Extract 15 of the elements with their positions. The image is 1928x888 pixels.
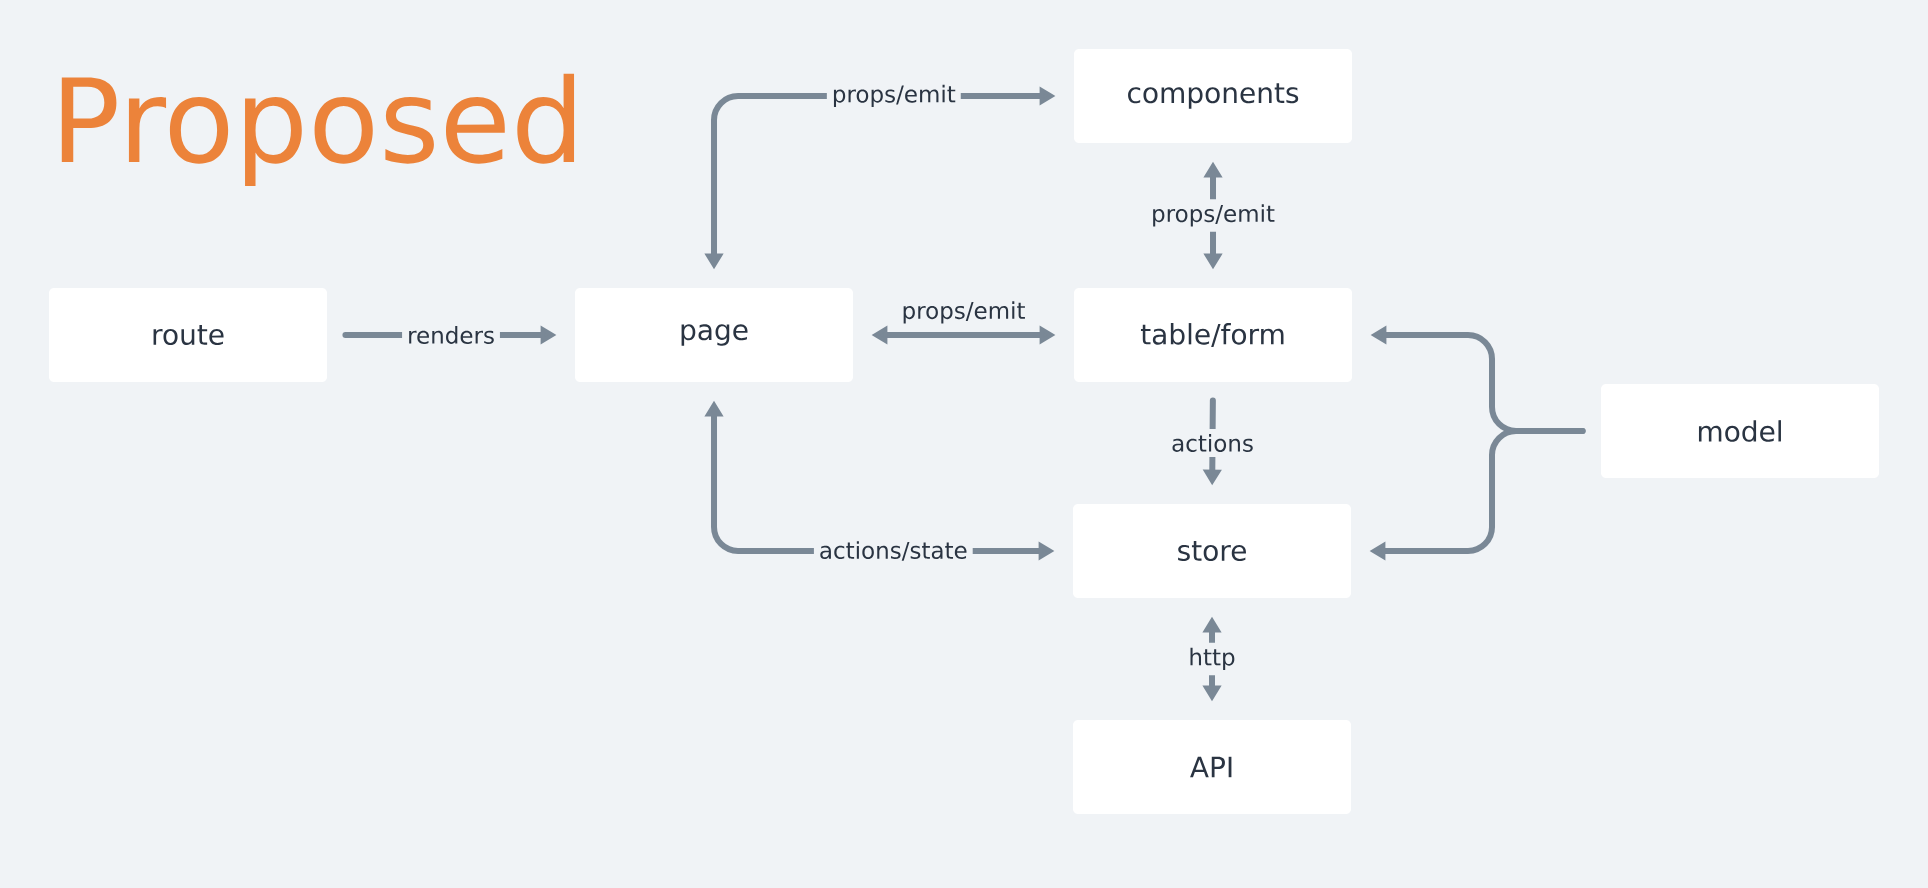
edge-label: actions/state xyxy=(813,536,973,566)
edge-label: renders xyxy=(402,321,500,349)
edge-label: props/emit xyxy=(826,79,961,113)
edge-label: actions xyxy=(1166,429,1259,457)
process-box: route xyxy=(49,288,327,382)
process-box: page xyxy=(575,288,853,382)
process-box: table/form xyxy=(1074,288,1352,382)
process-box: model xyxy=(1601,384,1879,478)
process-box: store xyxy=(1073,504,1351,598)
edge-label: props/emit xyxy=(1146,199,1280,232)
edge-label: props/emit xyxy=(903,301,1025,324)
title: Proposed xyxy=(61,73,575,187)
edge-label: http xyxy=(1183,642,1241,676)
process-box: components xyxy=(1074,49,1352,143)
process-box: API xyxy=(1073,720,1351,814)
